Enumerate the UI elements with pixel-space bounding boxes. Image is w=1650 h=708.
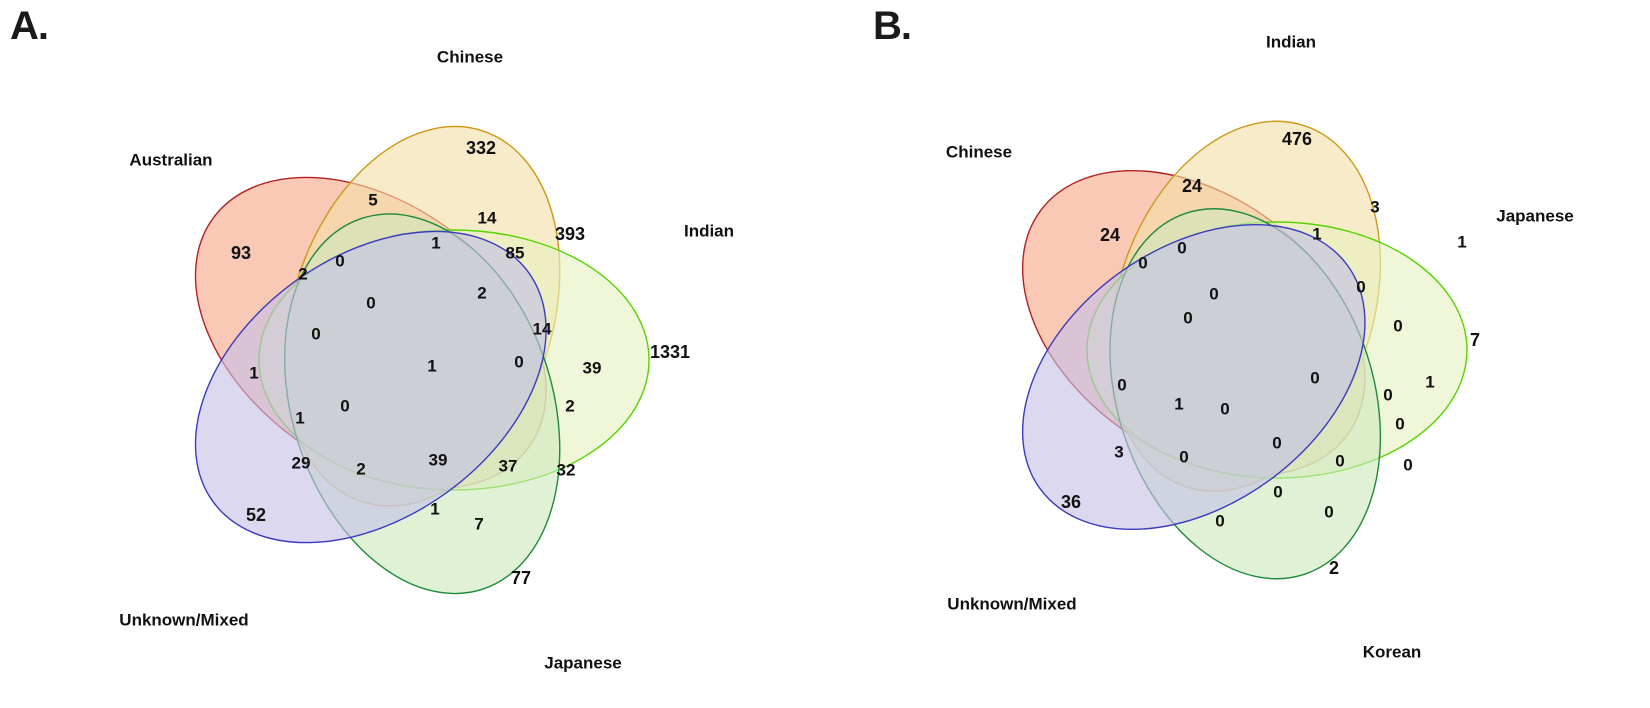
region-count: 0 bbox=[1179, 447, 1189, 467]
region-count: 93 bbox=[230, 243, 252, 263]
region-count: 37 bbox=[498, 456, 518, 476]
set-label-indian: Indian bbox=[1265, 32, 1317, 52]
region-count: 1 bbox=[427, 356, 437, 376]
region-count: 85 bbox=[505, 243, 525, 263]
region-count: 0 bbox=[335, 251, 345, 271]
region-count: 0 bbox=[1403, 455, 1413, 475]
region-count: 1 bbox=[1312, 224, 1322, 244]
region-count: 2 bbox=[298, 264, 308, 284]
region-count: 0 bbox=[1273, 482, 1283, 502]
region-count: 332 bbox=[465, 138, 497, 158]
region-count: 2 bbox=[565, 396, 575, 416]
region-count: 3 bbox=[1114, 442, 1124, 462]
region-count: 0 bbox=[366, 293, 376, 313]
set-label-australian: Australian bbox=[129, 150, 213, 170]
set-label-chinese: Chinese bbox=[945, 142, 1013, 162]
region-count: 3 bbox=[1370, 197, 1380, 217]
region-count: 0 bbox=[1183, 308, 1193, 328]
region-count: 1 bbox=[431, 233, 441, 253]
region-count: 1 bbox=[430, 499, 440, 519]
region-count: 0 bbox=[1335, 451, 1345, 471]
set-ellipse-unknown-mixed bbox=[194, 230, 547, 544]
region-count: 0 bbox=[1215, 511, 1225, 531]
region-count: 24 bbox=[1099, 225, 1121, 245]
region-count: 0 bbox=[1324, 502, 1334, 522]
region-count: 14 bbox=[477, 208, 497, 228]
region-count: 476 bbox=[1281, 129, 1313, 149]
region-count: 393 bbox=[554, 224, 586, 244]
region-count: 39 bbox=[582, 358, 602, 378]
panel-a-letter: A. bbox=[10, 4, 49, 48]
region-count: 29 bbox=[291, 453, 311, 473]
set-label-japanese: Japanese bbox=[1496, 206, 1574, 226]
region-count: 52 bbox=[245, 505, 267, 525]
set-label-unknown-mixed: Unknown/Mixed bbox=[947, 594, 1077, 614]
set-label-indian: Indian bbox=[683, 221, 735, 241]
region-count: 0 bbox=[1220, 399, 1230, 419]
region-count: 32 bbox=[556, 460, 576, 480]
region-count: 5 bbox=[368, 190, 378, 210]
panel-a: A. Australian Chinese Indian Japanese Un… bbox=[10, 4, 735, 673]
region-count: 1 bbox=[249, 363, 259, 383]
region-count: 1331 bbox=[649, 342, 691, 362]
region-count: 0 bbox=[1138, 253, 1148, 273]
region-count: 2 bbox=[477, 283, 487, 303]
set-label-japanese: Japanese bbox=[544, 653, 622, 673]
region-count: 0 bbox=[1117, 375, 1127, 395]
region-count: 0 bbox=[311, 324, 321, 344]
region-count: 0 bbox=[1272, 433, 1282, 453]
set-label-unknown-mixed: Unknown/Mixed bbox=[119, 610, 249, 630]
region-count: 0 bbox=[340, 396, 350, 416]
region-count: 0 bbox=[1383, 385, 1393, 405]
region-count: 1 bbox=[1425, 372, 1435, 392]
region-count: 0 bbox=[1395, 414, 1405, 434]
region-count: 2 bbox=[1328, 558, 1340, 578]
region-count: 0 bbox=[514, 352, 524, 372]
region-count: 77 bbox=[510, 568, 532, 588]
region-count: 36 bbox=[1060, 492, 1082, 512]
region-count: 1 bbox=[1457, 232, 1467, 252]
region-count: 0 bbox=[1393, 316, 1403, 336]
panel-a-venn-svg bbox=[194, 125, 650, 595]
region-count: 0 bbox=[1177, 238, 1187, 258]
set-label-korean: Korean bbox=[1362, 642, 1422, 662]
region-count: 2 bbox=[356, 459, 366, 479]
region-count: 39 bbox=[428, 450, 448, 470]
region-count: 1 bbox=[1174, 394, 1184, 414]
region-count: 0 bbox=[1310, 368, 1320, 388]
panel-b-letter: B. bbox=[873, 4, 912, 48]
region-count: 14 bbox=[532, 319, 552, 339]
panel-b: B. Chinese Indian Japanese Korean Unknow… bbox=[825, 0, 1650, 708]
region-count: 24 bbox=[1181, 176, 1203, 196]
panel-b-venn-svg bbox=[1021, 120, 1468, 580]
set-label-chinese: Chinese bbox=[436, 47, 504, 67]
region-count: 7 bbox=[474, 514, 484, 534]
region-count: 0 bbox=[1356, 277, 1366, 297]
region-count: 1 bbox=[295, 408, 305, 428]
region-count: 7 bbox=[1469, 330, 1481, 350]
region-count: 0 bbox=[1209, 284, 1219, 304]
set-ellipse-unknown-mixed bbox=[1021, 224, 1366, 531]
